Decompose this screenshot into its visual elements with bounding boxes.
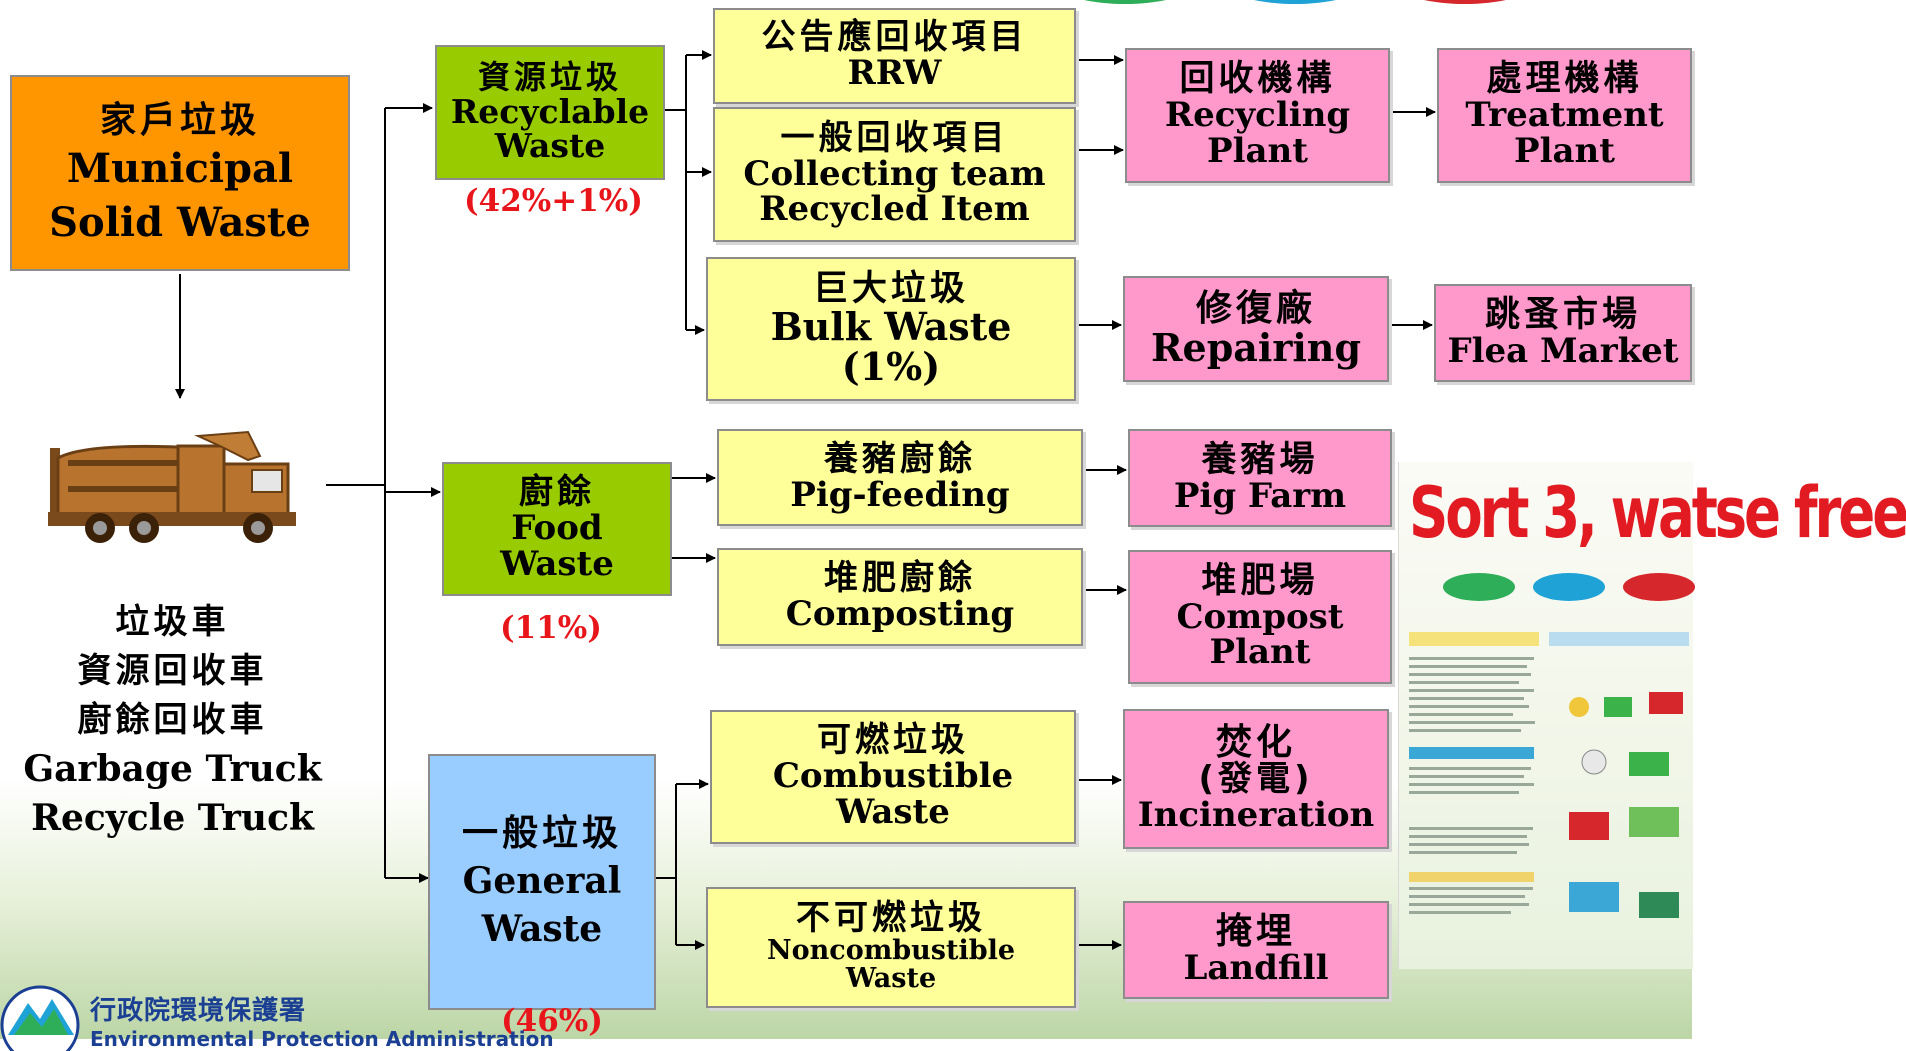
item-combustible-waste: 可燃垃圾 Combustible Waste — [710, 710, 1076, 844]
source-municipal-solid-waste: 家戶垃圾 Municipal Solid Waste — [10, 75, 350, 271]
noncombustible-zh: 不可燃垃圾 — [796, 898, 986, 939]
item-pig-feeding: 養豬廚餘 Pig-feeding — [717, 429, 1083, 526]
pig-feeding-en: Pig-feeding — [790, 474, 1010, 515]
truck-en-line1: Garbage Truck — [23, 748, 322, 790]
item-rrw: 公告應回收項目 RRW — [713, 8, 1076, 104]
pig-farm-zh: 養豬場 — [1201, 439, 1319, 480]
flea-market-zh: 跳蚤市場 — [1484, 294, 1641, 335]
source-zh: 家戶垃圾 — [99, 100, 260, 142]
truck-zh-line2: 資源回收車 — [77, 651, 268, 691]
food-zh: 廚餘 — [519, 472, 595, 513]
compost-plant-en-line2: Plant — [1209, 632, 1311, 673]
dest-pig-farm: 養豬場 Pig Farm — [1128, 429, 1392, 527]
treatment-plant-en-line2: Plant — [1514, 130, 1615, 171]
treatment-plant-zh: 處理機構 — [1486, 59, 1643, 100]
recyclable-en-line1: Recyclable — [450, 91, 650, 131]
recyclable-en-line2: Waste — [494, 126, 606, 166]
recycling-plant-en-line2: Plant — [1207, 130, 1308, 171]
poster-art — [1409, 573, 1695, 918]
truck-zh-line3: 廚餘回收車 — [77, 700, 268, 740]
combustible-zh: 可燃垃圾 — [817, 720, 969, 761]
incineration-zh-line1: 焚化 — [1215, 722, 1296, 764]
rrw-zh: 公告應回收項目 — [761, 17, 1028, 58]
dest-incineration: 焚化 (發電) Incineration — [1123, 709, 1389, 849]
item-collecting-team: 一般回收項目 Collecting team Recycled Item — [713, 107, 1076, 242]
item-noncombustible-waste: 不可燃垃圾 Noncombustible Waste — [706, 887, 1076, 1008]
compost-plant-zh: 堆肥場 — [1201, 560, 1319, 601]
general-en-line1: General — [462, 860, 622, 903]
category-food-waste: 廚餘 Food Waste — [442, 462, 672, 596]
source-en-line2: Solid Waste — [49, 198, 311, 246]
composting-en: Composting — [785, 594, 1015, 634]
bulk-en: Bulk Waste — [770, 304, 1012, 350]
collecting-en-line1: Collecting team — [743, 153, 1046, 194]
landfill-zh: 掩埋 — [1215, 911, 1296, 953]
noncombustible-en-line2: Waste — [845, 963, 937, 995]
recycling-plant-zh: 回收機構 — [1179, 59, 1336, 100]
repairing-zh: 修復廠 — [1195, 288, 1316, 330]
food-en-line1: Food — [511, 508, 603, 549]
top-decor — [1084, 0, 1506, 4]
rrw-en: RRW — [847, 53, 942, 93]
treatment-plant-en-line1: Treatment — [1465, 95, 1664, 136]
item-bulk-waste: 巨大垃圾 Bulk Waste (1%) — [706, 257, 1076, 401]
item-composting: 堆肥廚餘 Composting — [717, 548, 1083, 646]
general-zh: 一般垃圾 — [461, 813, 622, 855]
pig-feeding-zh: 養豬廚餘 — [824, 438, 976, 479]
recycling-plant-en-line1: Recycling — [1164, 95, 1351, 136]
garbage-truck-icon — [48, 430, 296, 543]
source-en-line1: Municipal — [66, 144, 294, 192]
agency-name: 行政院環境保護署 Environmental Protection Admini… — [90, 990, 554, 1051]
bulk-zh: 巨大垃圾 — [812, 268, 969, 309]
sort-3-poster: Sort 3, watse free — [1398, 462, 1906, 969]
pig-farm-en: Pig Farm — [1173, 475, 1347, 516]
bulk-percent: (1%) — [841, 344, 941, 390]
dest-recycling-plant: 回收機構 Recycling Plant — [1125, 48, 1390, 183]
agency-zh: 行政院環境保護署 — [90, 996, 307, 1026]
dest-landfill: 掩埋 Landfill — [1123, 901, 1389, 999]
collecting-zh: 一般回收項目 — [780, 117, 1009, 158]
dest-compost-plant: 堆肥場 Compost Plant — [1128, 550, 1392, 684]
combustible-en-line2: Waste — [836, 791, 950, 832]
general-percent: (46%) — [501, 1003, 603, 1039]
dest-flea-market: 跳蚤市場 Flea Market — [1434, 284, 1692, 382]
agency-en: Environmental Protection Administration — [90, 1027, 554, 1051]
food-percent: (11%) — [500, 610, 602, 646]
truck-zh-line1: 垃圾車 — [115, 602, 230, 642]
food-en-line2: Waste — [500, 543, 614, 584]
flea-market-en: Flea Market — [1447, 330, 1679, 371]
landfill-en: Landfill — [1183, 948, 1329, 989]
collecting-en-line2: Recycled Item — [759, 189, 1030, 230]
noncombustible-en-line1: Noncombustible — [766, 935, 1016, 966]
recyclable-zh: 資源垃圾 — [477, 58, 622, 97]
incineration-zh-line2: (發電) — [1198, 759, 1314, 800]
truck-en-line2: Recycle Truck — [31, 797, 314, 839]
compost-plant-en-line1: Compost — [1176, 596, 1344, 637]
poster-title: Sort 3, watse free — [1409, 472, 1906, 554]
combustible-en-line1: Combustible — [772, 756, 1014, 797]
repairing-en: Repairing — [1150, 324, 1362, 370]
dest-treatment-plant: 處理機構 Treatment Plant — [1437, 48, 1692, 183]
epa-logo-icon — [0, 985, 80, 1051]
flow-connectors — [175, 50, 1436, 950]
general-en-line2: Waste — [481, 907, 603, 950]
truck-labels: 垃圾車 資源回收車 廚餘回收車 Garbage Truck Recycle Tr… — [10, 598, 335, 843]
category-recyclable-waste: 資源垃圾 Recyclable Waste — [435, 45, 665, 180]
dest-repairing: 修復廠 Repairing — [1123, 276, 1389, 382]
recyclable-percent: (42%+1%) — [464, 183, 643, 219]
composting-zh: 堆肥廚餘 — [824, 558, 976, 599]
incineration-en: Incineration — [1137, 794, 1375, 835]
category-general-waste: 一般垃圾 General Waste — [428, 754, 656, 1010]
